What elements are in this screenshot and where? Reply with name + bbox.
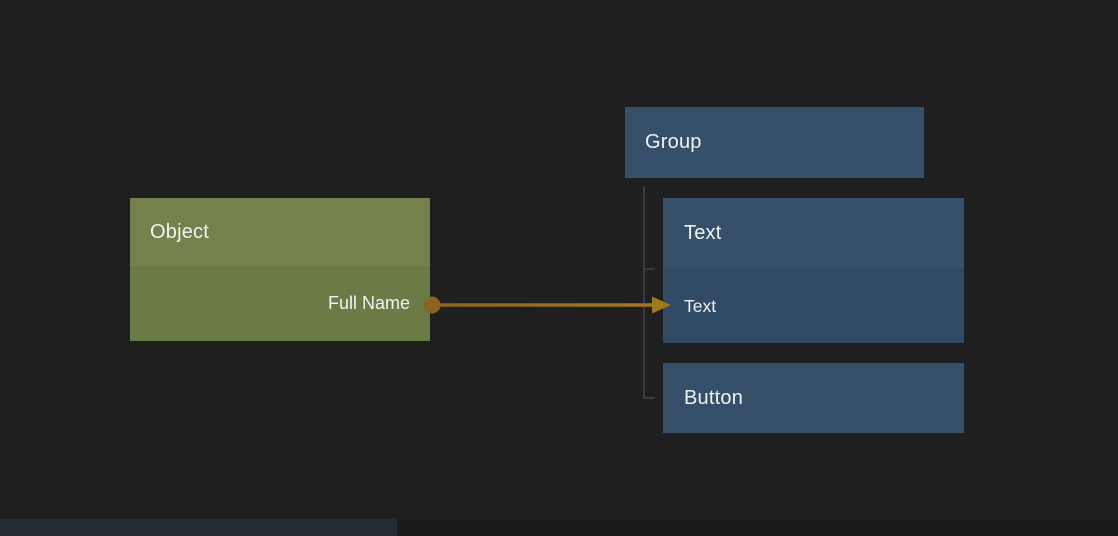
node-text-field-label: Text [684,295,717,316]
bottom-edge-strip-right [397,519,1118,536]
node-object[interactable]: Object Full Name [130,198,430,341]
node-text-header[interactable]: Text [663,198,964,269]
tree-connector-tick-button [643,397,655,399]
node-object-title-label: Object [150,220,210,243]
node-button-title-label: Button [684,386,744,409]
node-object-header[interactable]: Object [130,198,430,266]
bottom-edge-strip-left [0,519,397,536]
node-text-title-label: Text [684,222,722,244]
connection-port-dot[interactable] [423,296,441,314]
connection-arrowhead [652,296,671,314]
node-button[interactable]: Button [663,363,964,433]
node-button-header[interactable]: Button [663,363,964,433]
node-group[interactable]: Group [625,107,924,178]
tree-connector-tick-text [643,268,655,270]
node-group-title-label: Group [645,131,702,153]
node-object-field-full-name[interactable]: Full Name [130,266,430,341]
node-text[interactable]: Text Text [663,198,964,343]
connection-full-name-to-text[interactable] [421,291,677,319]
connection-line [432,303,653,307]
tree-connector-vertical [643,186,645,399]
node-text-field-text[interactable]: Text [663,269,964,343]
node-object-field-label: Full Name [327,293,410,313]
node-group-header[interactable]: Group [625,107,924,178]
